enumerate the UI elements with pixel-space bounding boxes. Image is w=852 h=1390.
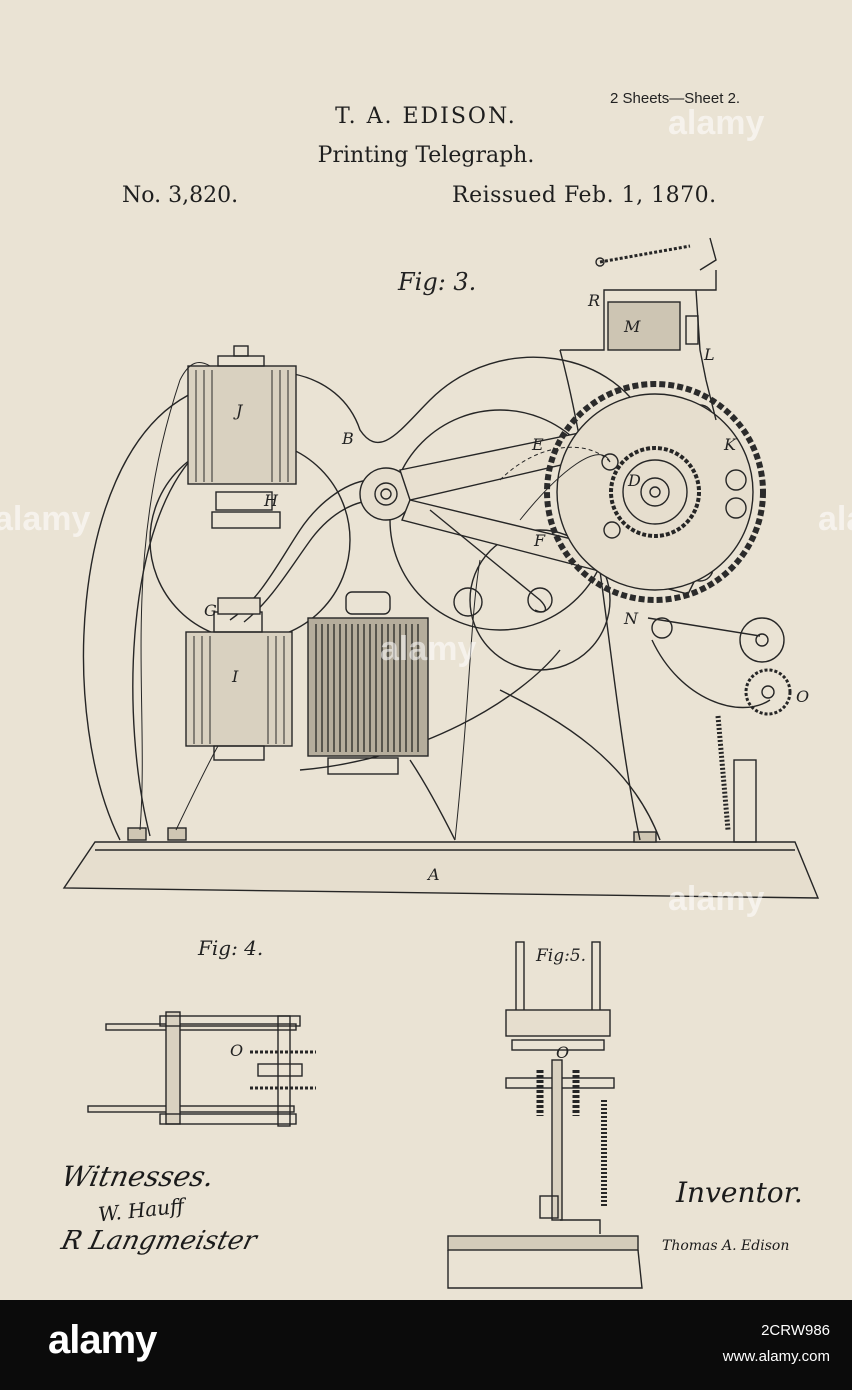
watermark-logo: alamy — [818, 500, 852, 539]
footer-url-link[interactable]: www.alamy.com — [723, 1348, 830, 1365]
label-N: N — [623, 609, 639, 628]
magnet-J — [188, 346, 296, 528]
label-H: H — [263, 491, 279, 510]
label-K: K — [723, 435, 737, 454]
reissue-date: Reissued Feb. 1, 1870. — [452, 183, 717, 208]
lever-arm — [218, 468, 412, 622]
watermark-logo: alamy — [0, 500, 90, 539]
label-D: D — [627, 471, 641, 490]
fig5-drawing — [448, 942, 642, 1288]
label-E: E — [531, 435, 544, 454]
inventor-label: Inventor. — [676, 1176, 803, 1209]
footer-image-id: 2CRW986 — [761, 1322, 830, 1339]
watermark-logo: alamy — [380, 630, 476, 669]
figure-4-label: Fig: 4. — [198, 936, 263, 960]
magnet-I — [186, 612, 292, 760]
label-A: A — [426, 865, 440, 884]
label-R: R — [587, 291, 600, 310]
figure-5-label: Fig:5. — [536, 946, 586, 966]
patent-title: Printing Telegraph. — [0, 143, 852, 168]
lever-N — [648, 618, 790, 842]
fig4-drawing — [88, 1012, 316, 1126]
footer-brand-logo[interactable]: alamy — [48, 1318, 156, 1363]
witness-signature-2: R Langmeister — [58, 1226, 259, 1256]
label-G: G — [204, 601, 217, 620]
label-fig4-O: O — [230, 1041, 243, 1060]
magnet-coil-right — [308, 592, 428, 774]
label-O: O — [796, 687, 809, 706]
type-wheel-K — [547, 384, 763, 600]
inventor-signature: Thomas A. Edison — [662, 1238, 789, 1254]
label-B: B — [341, 429, 354, 448]
witnesses-label: Witnesses. — [58, 1160, 217, 1193]
patent-number: No. 3,820. — [122, 183, 238, 208]
figure-3-label: Fig: 3. — [398, 268, 476, 296]
label-L: L — [703, 345, 715, 364]
watermark-logo: alamy — [668, 880, 764, 919]
watermark-logo: alamy — [668, 104, 764, 143]
label-fig5-O: O — [556, 1043, 569, 1062]
label-F: F — [533, 531, 546, 550]
label-I: I — [231, 667, 239, 686]
label-M: M — [623, 317, 641, 336]
